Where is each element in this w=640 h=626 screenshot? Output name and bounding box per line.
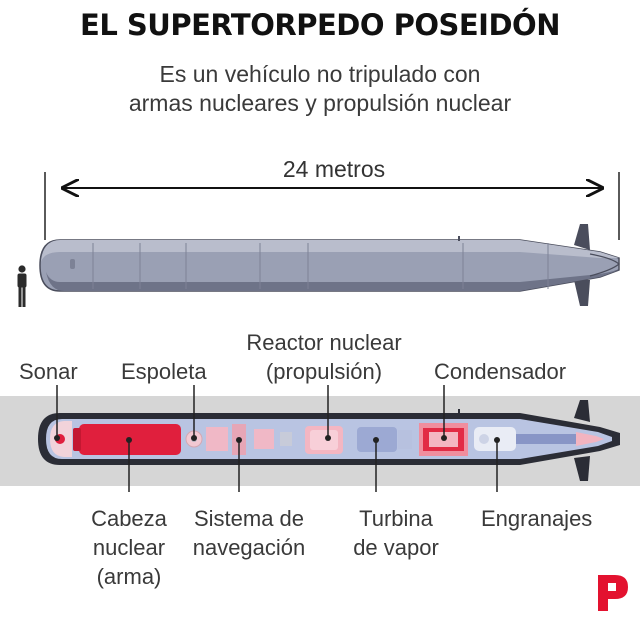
leader-lines <box>56 385 498 492</box>
label-cabeza: Cabeza nuclear (arma) <box>54 504 204 591</box>
label-sistema: Sistema de navegación <box>176 504 322 562</box>
label-engranajes: Engranajes <box>481 506 593 531</box>
subtitle: Es un vehículo no tripulado con armas nu… <box>0 60 640 118</box>
human-silhouette <box>17 265 27 307</box>
label-sonar: Sonar <box>19 359 78 384</box>
label-cabeza-line: (arma) <box>96 564 162 589</box>
label-turbina-line: Turbina <box>359 506 433 531</box>
leader-dots <box>54 435 500 443</box>
page-title: EL SUPERTORPEDO POSEIDÓN <box>80 8 560 42</box>
subtitle-line: armas nucleares y propulsión nuclear <box>128 90 512 116</box>
label-sistema-line: navegación <box>192 535 306 560</box>
label-reactor: Reactor nuclear (propulsión) <box>226 328 422 386</box>
label-reactor-line: Reactor nuclear <box>246 330 402 355</box>
label-turbina-line: de vapor <box>353 535 439 560</box>
navigation-part <box>206 427 228 451</box>
length-dimension <box>44 172 620 240</box>
label-sistema-line: Sistema de <box>193 506 305 531</box>
length-label: 24 metros <box>282 156 386 182</box>
label-reactor-line: (propulsión) <box>265 359 383 384</box>
torpedo-exterior <box>39 224 620 306</box>
label-cabeza-line: Cabeza <box>91 506 167 531</box>
label-espoleta: Espoleta <box>121 359 207 384</box>
label-condensador: Condensador <box>434 359 567 384</box>
subtitle-line: Es un vehículo no tripulado con <box>159 61 481 87</box>
label-cabeza-line: nuclear <box>92 535 166 560</box>
label-turbina: Turbina de vapor <box>336 504 456 562</box>
publisher-logo <box>598 575 628 611</box>
